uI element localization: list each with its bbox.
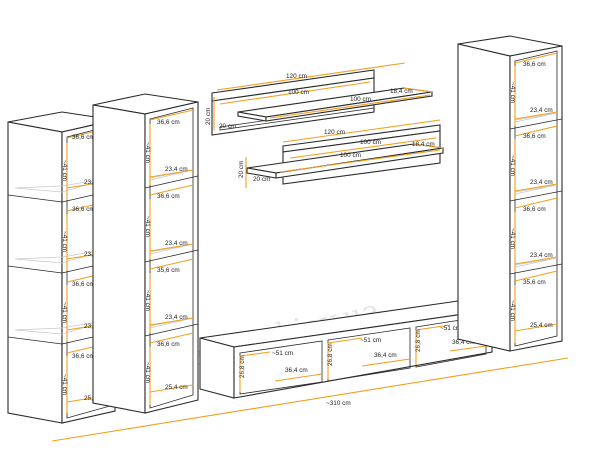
label-depth: 23,4 cm	[165, 240, 188, 247]
label-width: 36,6 cm	[523, 133, 546, 140]
label-width: 36,6 cm	[72, 353, 95, 360]
second-cabinet-dims	[149, 109, 194, 405]
label-bottom-depth: 25,4 cm	[530, 322, 553, 329]
label-width: 36,6 cm	[157, 341, 180, 348]
right-cabinet-dims	[514, 52, 558, 343]
label-height: ~41 cm	[509, 228, 516, 249]
label-depth: 23,4 cm	[530, 179, 553, 186]
top-shelf-dims	[213, 62, 433, 130]
label-shelf-depth: 18,4 cm	[390, 88, 413, 95]
label-shelf-side: 20 cm	[253, 176, 270, 183]
label-depth: 23,4 cm	[165, 314, 188, 321]
label-height: ~41 cm	[61, 302, 68, 323]
label-height: ~41 cm	[509, 155, 516, 176]
label-shelf-inner: 100 cm	[360, 139, 381, 146]
label-comp-depth: 36,4 cm	[452, 339, 475, 346]
label-shelf-height: 20 cm	[205, 108, 212, 125]
label-width: 36,6 cm	[157, 193, 180, 200]
label-depth: 23,4 cm	[165, 166, 188, 173]
label-width: 36,6 cm	[72, 206, 95, 213]
label-height: ~41 cm	[61, 374, 68, 395]
label-shelf-inner: 100 cm	[288, 89, 309, 96]
label-height: ~41 cm	[144, 362, 151, 383]
label-height: ~41 cm	[509, 300, 516, 321]
label-height: ~41 cm	[144, 290, 151, 311]
label-comp-height: 26,8 cm	[415, 329, 422, 352]
total-width-line	[51, 357, 569, 442]
label-bottom-depth: 25,4 cm	[165, 384, 188, 391]
label-comp-height: 26,8 cm	[327, 343, 334, 366]
tv-stand-dims	[239, 324, 487, 392]
label-shelf-inner: 100 cm	[340, 152, 361, 159]
label-comp-width: ~51 cm	[360, 337, 381, 344]
label-comp-depth: 36,4 cm	[285, 367, 308, 374]
label-width: 36,6 cm	[523, 61, 546, 68]
label-height: ~41 cm	[509, 82, 516, 103]
label-shelf-side: 20 cm	[219, 123, 236, 130]
label-width: 35,6 cm	[523, 279, 546, 286]
label-shelf-length: 120 cm	[324, 129, 345, 136]
label-width: 35,6 cm	[157, 267, 180, 274]
label-width: 36,6 cm	[72, 281, 95, 288]
label-height: ~41 cm	[144, 142, 151, 163]
label-shelf-depth: 18,4 cm	[412, 141, 435, 148]
label-shelf-inner: 100 cm	[350, 96, 371, 103]
label-height: ~41 cm	[61, 160, 68, 181]
lower-shelf-dims	[245, 119, 444, 188]
label-width: 36,6 cm	[72, 134, 95, 141]
label-comp-width: ~51 cm	[272, 350, 293, 357]
label-shelf-length: 120 cm	[286, 73, 307, 80]
label-height: ~41 cm	[61, 231, 68, 252]
tv-stand	[199, 300, 493, 399]
label-width: 36,6 cm	[157, 119, 180, 126]
label-depth: 23,4 cm	[530, 107, 553, 114]
right-cabinet	[457, 35, 563, 352]
label-total-width: ~310 cm	[326, 400, 351, 407]
label-shelf-height: 20 cm	[238, 161, 245, 178]
label-height: ~41 cm	[144, 216, 151, 237]
label-depth: 23,4 cm	[530, 252, 553, 259]
label-comp-width: ~51 cm	[440, 325, 461, 332]
label-comp-depth: 36,4 cm	[374, 352, 397, 359]
label-width: 36,6 cm	[523, 206, 546, 213]
label-comp-height: 26,8 cm	[239, 355, 246, 378]
